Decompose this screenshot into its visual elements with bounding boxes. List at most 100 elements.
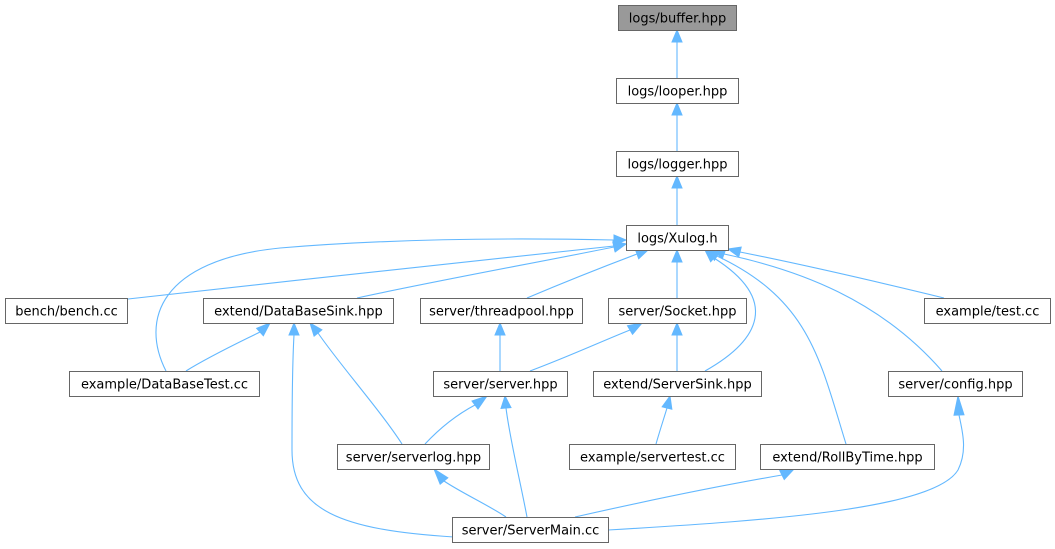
edge-line	[127, 245, 615, 300]
node-dbtest[interactable]: example/DataBaseTest.cc	[69, 371, 260, 397]
arrowhead	[432, 467, 449, 486]
node-serversink[interactable]: extend/ServerSink.hpp	[593, 371, 762, 397]
node-label: bench/bench.cc	[15, 305, 118, 320]
node-threadpool[interactable]: server/threadpool.hpp	[420, 298, 583, 324]
node-dbsink[interactable]: extend/DataBaseSink.hpp	[203, 298, 394, 324]
node-bench[interactable]: bench/bench.cc	[5, 298, 128, 324]
node-label: logs/logger.hpp	[627, 158, 727, 173]
node-box	[433, 371, 568, 397]
arrowhead	[671, 28, 683, 43]
edges-layer	[127, 28, 965, 538]
arrowhead	[255, 322, 272, 337]
edge-line	[704, 257, 757, 372]
edge-servermain-to-rollbytime	[574, 468, 796, 518]
node-servermain[interactable]: server/ServerMain.cc	[452, 517, 609, 543]
edge-line	[607, 414, 965, 531]
node-box	[569, 444, 736, 470]
node-servertest[interactable]: example/servertest.cc	[569, 444, 736, 470]
edge-servermain-to-serverhpp	[500, 394, 528, 518]
edge-testcc-to-xulog	[726, 246, 945, 299]
edge-serverhpp-to-socket	[529, 322, 644, 372]
node-label: server/server.hpp	[443, 378, 557, 393]
node-socket[interactable]: server/Socket.hpp	[608, 298, 747, 324]
arrowhead	[471, 395, 489, 410]
edge-line	[356, 246, 615, 299]
node-logger[interactable]: logs/logger.hpp	[616, 151, 739, 177]
node-box	[593, 371, 762, 397]
node-box	[618, 5, 737, 31]
node-box	[616, 151, 739, 177]
edge-line	[317, 332, 403, 445]
edge-line	[185, 331, 261, 372]
node-label: example/servertest.cc	[580, 451, 725, 466]
node-label: example/DataBaseTest.cc	[81, 378, 248, 393]
edge-socket-to-xulog	[671, 248, 683, 298]
edge-logger-to-looper	[671, 101, 683, 151]
edge-servermain-to-dbsink	[288, 321, 455, 538]
node-label: server/ServerMain.cc	[462, 524, 600, 539]
arrowhead	[288, 321, 300, 336]
arrowhead	[671, 321, 683, 336]
edge-config-to-xulog	[711, 248, 943, 372]
node-testcc[interactable]: example/test.cc	[924, 298, 1051, 324]
node-label: logs/buffer.hpp	[629, 12, 726, 27]
arrowhead	[613, 234, 628, 246]
node-label: extend/RollByTime.hpp	[772, 451, 922, 466]
node-config[interactable]: server/config.hpp	[888, 371, 1023, 397]
node-label: extend/ServerSink.hpp	[603, 378, 752, 393]
node-label: logs/Xulog.h	[637, 232, 717, 247]
edge-dbtest-to-dbsink	[185, 322, 272, 372]
edge-line	[716, 255, 847, 445]
node-rollbytime[interactable]: extend/RollByTime.hpp	[760, 444, 935, 470]
edge-servertest-to-serversink	[655, 394, 673, 445]
edge-serverlog-to-dbsink	[309, 321, 403, 445]
arrowhead	[626, 322, 644, 336]
edge-line	[574, 474, 783, 518]
node-label: example/test.cc	[936, 305, 1040, 320]
edge-line	[443, 480, 507, 518]
node-serverhpp[interactable]: server/server.hpp	[433, 371, 568, 397]
node-box	[760, 444, 935, 470]
node-buffer[interactable]: logs/buffer.hpp	[618, 5, 737, 31]
node-looper[interactable]: logs/looper.hpp	[616, 78, 739, 104]
node-label: extend/DataBaseSink.hpp	[214, 305, 383, 320]
node-box	[203, 298, 394, 324]
edge-serverhpp-to-threadpool	[494, 321, 506, 371]
node-serverlog[interactable]: server/serverlog.hpp	[337, 444, 490, 470]
arrowhead	[726, 246, 742, 258]
node-box	[420, 298, 583, 324]
arrowhead	[494, 321, 506, 336]
node-label: server/serverlog.hpp	[346, 451, 481, 466]
edge-line	[291, 334, 455, 538]
edge-line	[723, 253, 943, 372]
edge-dbsink-to-xulog	[356, 241, 628, 299]
edge-dbtest-to-xulog	[155, 234, 628, 372]
edge-rollbytime-to-xulog	[705, 249, 847, 445]
edge-line	[424, 404, 476, 445]
node-xulog[interactable]: logs/Xulog.h	[626, 225, 729, 251]
edge-serversink-to-socket	[671, 321, 683, 371]
arrowhead	[953, 394, 965, 416]
node-box	[626, 225, 729, 251]
arrowhead	[500, 394, 512, 409]
edge-line	[529, 329, 631, 372]
node-label: logs/looper.hpp	[628, 85, 728, 100]
node-box	[608, 298, 747, 324]
edge-servermain-to-config	[607, 394, 965, 531]
edge-threadpool-to-xulog	[526, 248, 650, 299]
edge-xulog-to-logger	[671, 174, 683, 225]
node-box	[452, 517, 609, 543]
nodes-layer: logs/buffer.hpp logs/looper.hpp logs/logge…	[5, 5, 1051, 543]
arrowhead	[778, 468, 796, 481]
arrowhead	[309, 321, 323, 337]
arrowhead	[671, 101, 683, 116]
node-box	[616, 78, 739, 104]
edge-line	[155, 238, 615, 372]
node-label: server/Socket.hpp	[619, 305, 737, 320]
node-box	[337, 444, 490, 470]
arrowhead	[661, 394, 673, 410]
arrowhead	[671, 248, 683, 263]
node-label: server/config.hpp	[898, 378, 1012, 393]
arrowhead	[671, 174, 683, 189]
